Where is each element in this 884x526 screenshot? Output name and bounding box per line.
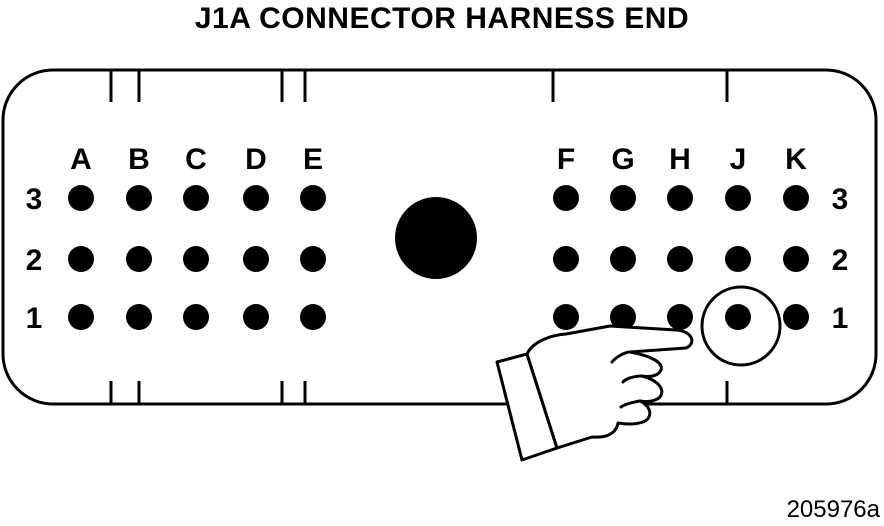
pin-h2: [667, 246, 693, 272]
pin-d3: [243, 185, 269, 211]
pin-c1: [183, 304, 209, 330]
pin-g1: [610, 304, 636, 330]
pin-h3: [667, 185, 693, 211]
column-label-a: A: [70, 143, 92, 176]
pin-f1: [553, 304, 579, 330]
diagram-title: J1A CONNECTOR HARNESS END: [194, 2, 690, 35]
column-label-e: E: [303, 143, 323, 176]
keying-ticks: [109, 70, 729, 404]
column-label-b: B: [128, 143, 150, 176]
pin-d2: [243, 246, 269, 272]
row-label-right-1: 1: [832, 302, 849, 335]
column-label-h: H: [669, 143, 691, 176]
pin-j3: [725, 185, 751, 211]
pin-e1: [300, 304, 326, 330]
row-label-right-3: 3: [832, 183, 849, 216]
pin-j2: [725, 246, 751, 272]
pin-a2: [68, 246, 94, 272]
pin-b3: [126, 185, 152, 211]
pin-a3: [68, 185, 94, 211]
column-label-d: D: [245, 143, 267, 176]
pin-k3: [783, 185, 809, 211]
pin-f3: [553, 185, 579, 211]
pin-e3: [300, 185, 326, 211]
pin-e2: [300, 246, 326, 272]
pin-f2: [553, 246, 579, 272]
column-label-c: C: [185, 143, 207, 176]
pin-c2: [183, 246, 209, 272]
pin-g3: [610, 185, 636, 211]
row-label-left-1: 1: [26, 302, 43, 335]
pin-a1: [68, 304, 94, 330]
pin-d1: [243, 304, 269, 330]
row-label-left-3: 3: [26, 183, 43, 216]
center-key-post: [395, 197, 477, 279]
pin-b1: [126, 304, 152, 330]
connector-body: [1, 68, 878, 406]
highlight-circle-icon: [700, 285, 782, 367]
reference-code: 205976a: [786, 496, 880, 523]
row-label-left-2: 2: [26, 244, 43, 277]
column-label-g: G: [611, 143, 634, 176]
row-label-right-2: 2: [832, 244, 849, 277]
column-label-j: J: [730, 143, 747, 176]
pointing-hand-icon: [495, 324, 694, 462]
pin-b2: [126, 246, 152, 272]
column-label-k: K: [785, 143, 807, 176]
pin-c3: [183, 185, 209, 211]
pin-k2: [783, 246, 809, 272]
pin-k1: [783, 304, 809, 330]
pin-g2: [610, 246, 636, 272]
pin-j1: [725, 304, 751, 330]
pin-h1: [667, 304, 693, 330]
column-label-f: F: [557, 143, 575, 176]
